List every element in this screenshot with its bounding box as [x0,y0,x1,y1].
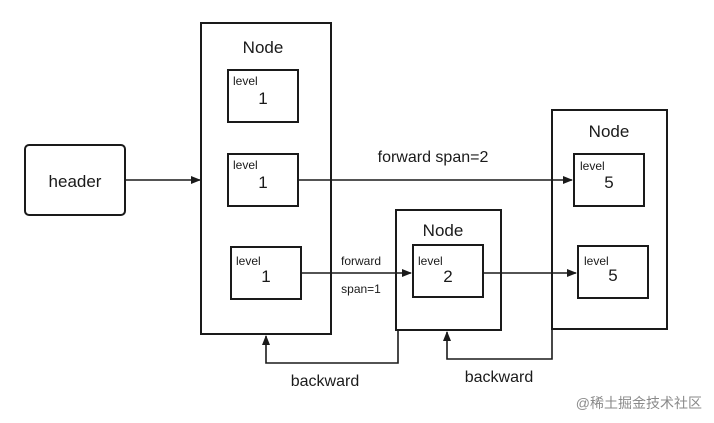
span-1-label: span=1 [341,282,381,296]
backward-label-1: backward [291,373,359,390]
node-1-level-1: level 1 [227,69,299,123]
level-tag: level [418,254,443,268]
level-value: 5 [604,173,613,192]
level-tag: level [584,254,609,268]
level-tag: level [236,254,261,268]
level-value: 1 [261,267,270,286]
backward-label-2: backward [465,369,533,386]
forward-span-1-label: forward [341,254,381,268]
node-3-level-1: level 5 [573,153,645,207]
level-value: 2 [443,267,452,286]
header-label: header [49,172,102,191]
forward-span-2-label: forward span=2 [378,149,489,166]
level-tag: level [233,158,258,172]
level-value: 1 [258,173,267,192]
level-value: 1 [258,89,267,108]
node-3-title: Node [589,122,630,141]
node-3-level-2: level 5 [577,245,649,299]
node-1: Node level 1 level 1 level 1 [200,22,332,335]
level-value: 5 [608,266,617,285]
node-1-level-3: level 1 [230,246,302,300]
watermark-text: @稀土掘金技术社区 [576,395,702,411]
node-1-level-2: level 1 [227,153,299,207]
node-2-title: Node [423,221,464,240]
node-3: Node level 5 level 5 [551,109,668,330]
level-tag: level [580,159,605,173]
node-2: Node level 2 [395,209,502,331]
node-2-level-1: level 2 [412,244,484,298]
backward-arrow-2 [443,329,553,360]
header-box: header [24,144,126,216]
backward-arrow-1 [262,330,399,364]
node-1-title: Node [243,38,284,57]
level-tag: level [233,74,258,88]
